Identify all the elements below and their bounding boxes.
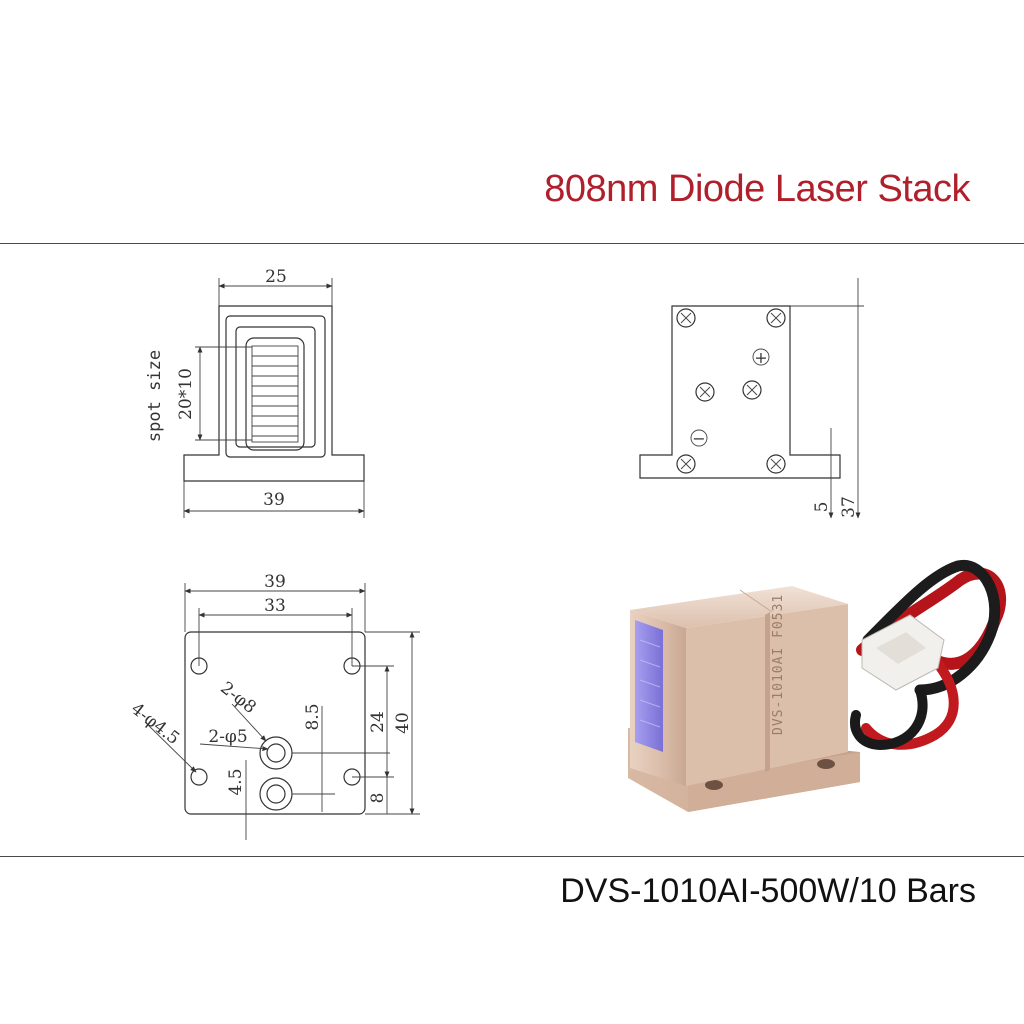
large-hole [259,777,293,811]
front-view-drawing: 25 39 20*10 spot size [145,267,365,518]
mount-holes-label: 4-φ4.5 [127,699,183,749]
mount-hole [190,768,208,786]
product-engraving: DVS-1010AI F0531 [771,594,786,735]
bottom-outer-height: 40 [393,712,413,734]
product-photo: DVS-1010AI F0531 [628,559,1006,812]
bottom-inner-height: 24 [368,711,388,733]
screw-icon [695,382,715,402]
side-view-drawing: + − 5 37 [639,278,864,519]
small-hole [266,784,286,804]
negative-sign: − [692,429,705,448]
model-label: DVS-1010AI-500W/10 Bars [560,872,976,910]
bottom-view-drawing: 39 33 40 24 8 8.5 4.5 4-φ4.5 2-φ8 2-φ5 [127,572,420,840]
screw-icon [676,308,696,328]
screw-icon [742,380,762,400]
page-title: 808nm Diode Laser Stack [544,168,970,210]
front-top-width: 25 [265,267,287,287]
left-offset: 4.5 [226,768,246,795]
spot-size-value: 20*10 [176,368,196,420]
negative-terminal-icon [690,429,708,447]
side-dim-small: 5 [812,502,832,513]
bottom-divider [0,856,1024,857]
screw-icon [766,454,786,474]
screw-icon [676,454,696,474]
bottom-hole-spacing: 33 [264,596,286,616]
hole-pitch: 8.5 [303,703,323,730]
laser-bars [251,345,299,443]
spot-size-label: spot size [145,350,165,442]
bottom-outer-width: 39 [264,572,286,592]
positive-sign: + [754,348,767,367]
large-holes-label: 2-φ8 [216,678,259,718]
bottom-offset: 8 [368,793,388,804]
small-hole [266,743,286,763]
large-hole [259,736,293,770]
positive-terminal-icon [752,348,770,366]
small-holes-label: 2-φ5 [208,727,247,747]
top-divider [0,243,1024,244]
front-base-width: 39 [263,490,285,510]
screw-icon [766,308,786,328]
side-dim-height: 37 [839,496,859,518]
